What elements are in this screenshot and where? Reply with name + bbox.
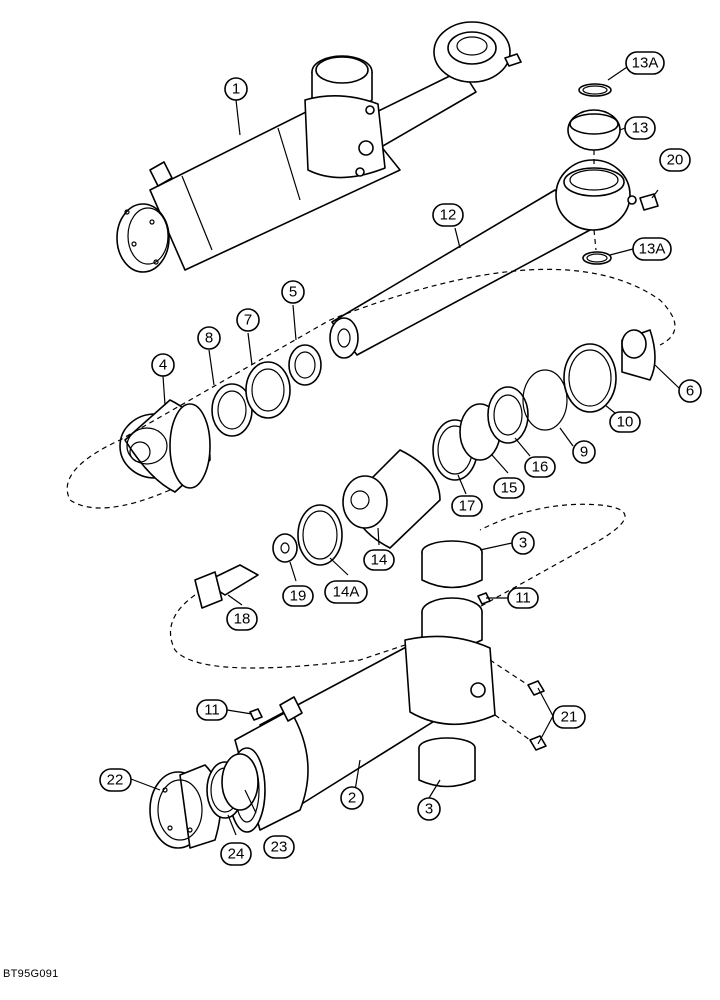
svg-text:24: 24 [228,846,245,863]
callout-13a-bottom: 13A [632,237,672,261]
svg-text:19: 19 [290,588,307,605]
callout-10: 10 [609,411,641,433]
callout-24: 24 [220,842,252,866]
leader-lines [130,62,680,836]
callout-12: 12 [432,203,464,227]
svg-text:18: 18 [234,611,251,628]
callout-14: 14 [363,549,395,571]
rod-eye-bushing-parts [567,83,659,265]
svg-text:13A: 13A [639,241,666,258]
svg-text:21: 21 [561,709,578,726]
callout-4: 4 [151,353,175,377]
svg-text:13: 13 [632,120,649,137]
figure-id: BT95G091 [3,968,59,980]
svg-text:14A: 14A [333,584,360,601]
svg-text:14: 14 [371,552,388,569]
callout-16: 16 [524,456,556,478]
assembly-path-gland [66,268,676,509]
svg-text:15: 15 [501,480,518,497]
callout-3-bottom: 3 [417,797,441,821]
svg-text:8: 8 [205,330,213,347]
svg-text:3: 3 [425,801,433,818]
callout-6: 6 [678,379,702,403]
piston-rod [329,159,637,359]
callout-9: 9 [572,440,596,464]
svg-text:2: 2 [348,790,356,807]
callout-21: 21 [552,705,586,729]
callout-22: 22 [99,768,132,792]
callout-18: 18 [226,607,258,631]
callout-7: 7 [236,308,260,332]
end-cap-parts [149,753,259,849]
svg-text:5: 5 [289,284,297,301]
callout-5: 5 [281,280,305,304]
svg-text:11: 11 [515,590,531,607]
piston-parts [194,329,656,609]
callout-8: 8 [197,326,221,350]
svg-text:9: 9 [580,444,588,461]
svg-text:23: 23 [271,839,288,856]
assembled-cylinder [116,21,522,273]
svg-text:12: 12 [440,207,457,224]
cylinder-barrel [228,597,547,833]
svg-text:7: 7 [244,312,252,329]
svg-text:20: 20 [667,152,684,169]
callout-11-bottom: 11 [196,699,228,721]
callout-14a: 14A [324,580,368,604]
assembly-path-piston [169,503,626,669]
svg-text:3: 3 [519,535,527,552]
svg-text:22: 22 [107,772,124,789]
callout-2: 2 [340,786,364,810]
svg-text:6: 6 [686,383,694,400]
svg-text:4: 4 [159,357,167,374]
callout-17: 17 [451,495,483,517]
svg-text:13A: 13A [632,55,659,72]
svg-text:17: 17 [459,498,476,515]
gland-seal-parts [119,344,322,493]
callout-20: 20 [659,148,691,172]
svg-text:1: 1 [232,81,240,98]
svg-text:11: 11 [204,702,220,719]
callout-19: 19 [282,585,314,607]
callout-13: 13 [624,116,656,140]
svg-text:10: 10 [617,414,634,431]
callout-1: 1 [224,77,248,101]
svg-text:16: 16 [532,459,549,476]
callout-23: 23 [263,835,295,859]
callout-11-top: 11 [507,587,539,609]
callout-13a-top: 13A [625,51,665,75]
callout-3-top: 3 [511,531,535,555]
callout-15: 15 [493,477,525,499]
